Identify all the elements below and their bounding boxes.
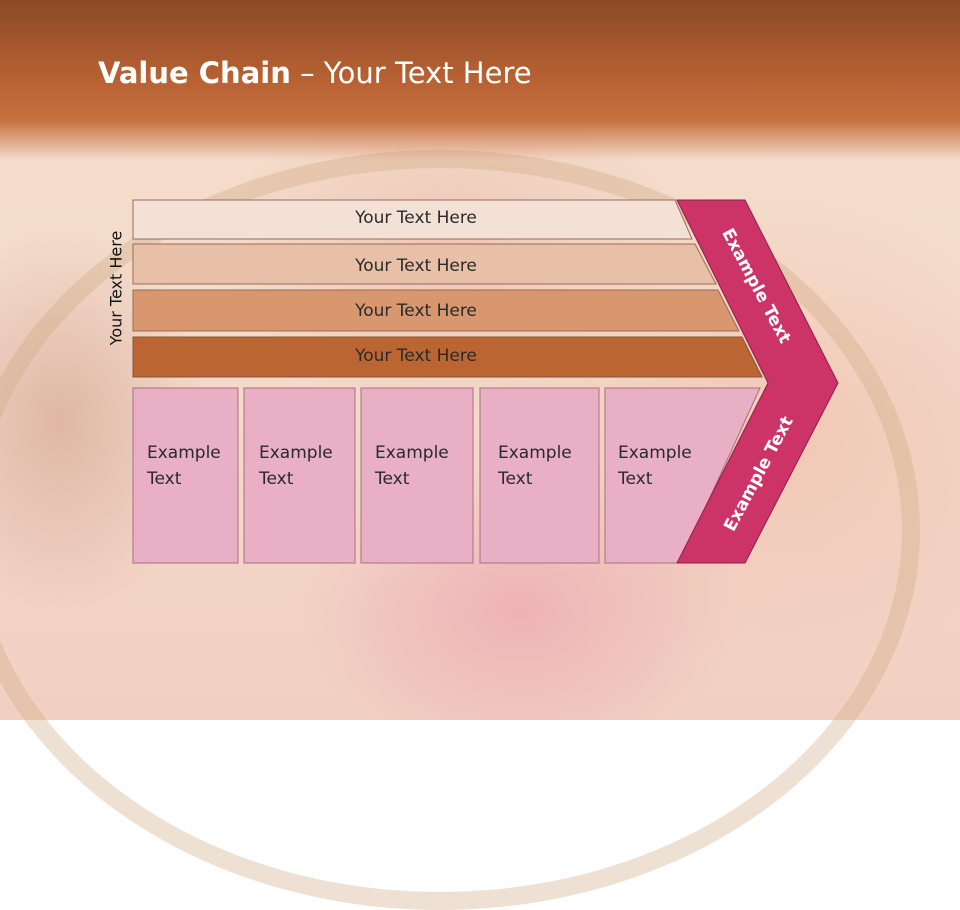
header-band — [0, 0, 960, 160]
reflection-text-5b: Text — [618, 635, 654, 655]
reflection-text-5: Example — [619, 661, 693, 681]
bar-label-3: Your Text Here — [355, 301, 477, 321]
title-rest: – Your Text Here — [290, 56, 532, 90]
bar-3[interactable] — [132, 289, 740, 332]
reflection-text-1: Example — [148, 661, 222, 681]
bar-4[interactable] — [132, 336, 763, 378]
bar-label-4: Your Text Here — [355, 346, 477, 366]
chevron-arrow[interactable] — [676, 199, 839, 564]
box-label-5: Example Text — [618, 443, 692, 489]
reflection-box-5 — [605, 565, 751, 720]
reflection-text-3b: Text — [375, 635, 411, 655]
box-1[interactable] — [132, 387, 239, 564]
reflection-text-3: Example — [376, 661, 450, 681]
reflection-text-1b: Text — [147, 635, 183, 655]
bar-label-2: Your Text Here — [355, 256, 477, 276]
box-label-2: Example Text — [259, 443, 333, 489]
reflection-text-2b: Text — [259, 635, 295, 655]
title-bold: Value Chain — [98, 56, 291, 90]
reflection-text-4b: Text — [498, 635, 534, 655]
box-label-3: Example Text — [375, 443, 449, 489]
box-3[interactable] — [360, 387, 474, 564]
reflection-box-4 — [480, 565, 599, 720]
reflection-box-3 — [361, 565, 473, 720]
box-2[interactable] — [243, 387, 356, 564]
reflection-text-2: Example — [260, 661, 334, 681]
reflection: Example Text Example Text Example Text E… — [133, 565, 765, 720]
bar-label-1: Your Text Here — [355, 208, 477, 228]
bar-1[interactable] — [132, 199, 693, 240]
box-label-1: Example Text — [147, 443, 221, 489]
value-chain-diagram: Example Text Example Text Example Text E… — [132, 199, 839, 720]
box-4[interactable] — [479, 387, 600, 564]
reflection-box-1 — [133, 565, 238, 720]
reflection-chevron — [677, 565, 765, 720]
slide-title: Value Chain – Your Text Here — [98, 56, 532, 90]
reflection-box-2 — [244, 565, 355, 720]
reflection-text-4: Example — [499, 661, 573, 681]
bar-2[interactable] — [132, 243, 717, 285]
box-label-4: Example Text — [498, 443, 572, 489]
